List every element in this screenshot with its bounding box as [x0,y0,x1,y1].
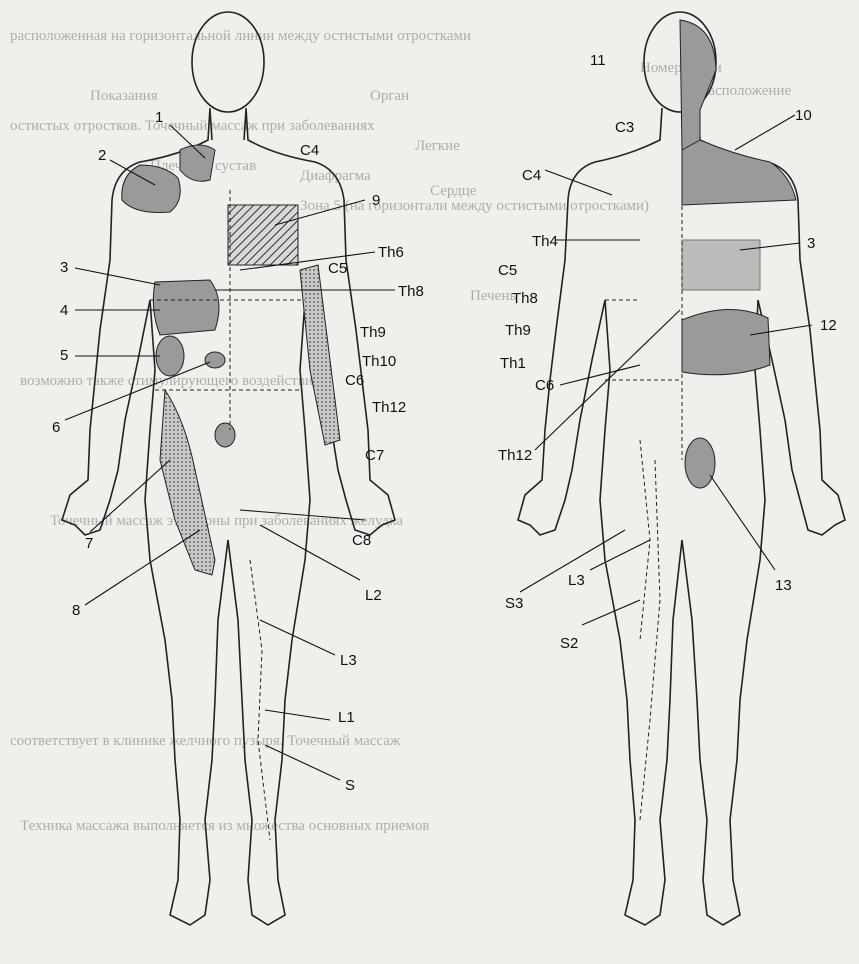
label-back-th12: Th12 [498,447,532,464]
label-back-3: 3 [807,235,815,252]
back-zone-12-lumbar [682,309,770,374]
bg-line-7: Техника массажа выполняется из множества… [20,818,430,834]
bg-header-6: Легкие [415,138,460,154]
label-back-c3: C3 [615,119,634,136]
label-front-s: S [345,777,355,794]
bg-line-6: соответствует в клинике желчного пузыря.… [10,733,401,749]
back-leg-dashed [640,460,660,820]
leader-back-13 [710,475,775,570]
label-front-c5: C5 [328,260,347,277]
label-front-th8: Th8 [398,283,424,300]
label-front-2: 2 [98,147,106,164]
label-front-th10: Th10 [362,353,396,370]
label-back-th8: Th8 [512,290,538,307]
label-back-s2: S2 [560,635,578,652]
label-front-6: 6 [52,419,60,436]
label-front-l2: L2 [365,587,382,604]
label-front-8: 8 [72,602,80,619]
front-zone-4-ribs [153,280,219,335]
back-zone-3 [682,240,760,290]
label-front-5: 5 [60,347,68,364]
leader-back-s2 [582,600,640,625]
label-back-th4: Th4 [532,233,558,250]
background-bleed-text: Показания Орган Номер точки Расположение… [10,28,791,834]
label-back-11: 11 [590,52,606,69]
leader-back-l3 [590,540,650,570]
front-zone-7-8-leg [160,390,215,575]
label-front-9: 9 [372,192,380,209]
front-leg-dashed [250,560,270,840]
back-left-dashed [605,300,680,640]
front-zone-arm-right [300,265,340,445]
back-zone-13-buttock [685,438,715,488]
bg-line-2: остистых отростков. Точечный массаж при … [10,118,375,134]
back-zones [605,20,796,820]
label-front-th6: Th6 [378,244,404,261]
back-zone-10-shoulder [682,140,796,205]
leader-front-3 [75,268,160,285]
bg-header-4: Расположение [700,83,791,99]
label-front-c8: C8 [352,532,371,549]
bg-line-3: Зона 5 (на горизонтали между остистыми о… [300,198,649,214]
label-front-7: 7 [85,535,93,552]
label-back-c4: C4 [522,167,541,184]
label-front-th12: Th12 [372,399,406,416]
label-front-l3: L3 [340,652,357,669]
bg-header-2: Орган [370,88,409,104]
front-head [192,12,264,112]
front-zone-6 [205,352,225,368]
leader-back-c6 [560,365,640,385]
bg-line-1: расположенная на горизонтальной линии ме… [10,28,471,44]
label-back-s3: S3 [505,595,523,612]
label-back-12: 12 [820,317,837,334]
front-zone-9-chest [228,205,298,265]
label-back-th9: Th9 [505,322,531,339]
label-back-13: 13 [775,577,792,594]
label-front-c4: C4 [300,142,319,159]
bg-header-9: Печень [470,288,516,304]
leader-back-10 [735,115,795,150]
label-back-c6: C6 [535,377,554,394]
label-front-th9: Th9 [360,324,386,341]
leader-front-l1 [265,710,330,720]
label-front-l1: L1 [338,709,355,726]
leader-front-8 [85,530,200,605]
leader-front-l2 [260,525,360,580]
label-front-1: 1 [155,109,163,126]
bg-header-7: Сердце [430,183,477,199]
label-back-10: 10 [795,107,812,124]
front-zone-lower-abdomen [215,423,235,447]
back-labels: 11 10 C3 C4 Th4 3 C5 Th8 12 Th9 Th1 C6 T… [498,52,837,652]
label-back-l3: L3 [568,572,585,589]
label-front-3: 3 [60,259,68,276]
label-front-c6: C6 [345,372,364,389]
bg-header-1: Показания [90,88,158,104]
leader-front-l3 [260,620,335,655]
leader-front-6 [65,362,210,420]
label-front-4: 4 [60,302,68,319]
leader-front-s [265,745,340,780]
label-back-th1: Th1 [500,355,526,372]
label-back-c5: C5 [498,262,517,279]
front-zone-5 [156,336,184,376]
leader-back-c4 [545,170,612,195]
label-front-c7: C7 [365,447,384,464]
